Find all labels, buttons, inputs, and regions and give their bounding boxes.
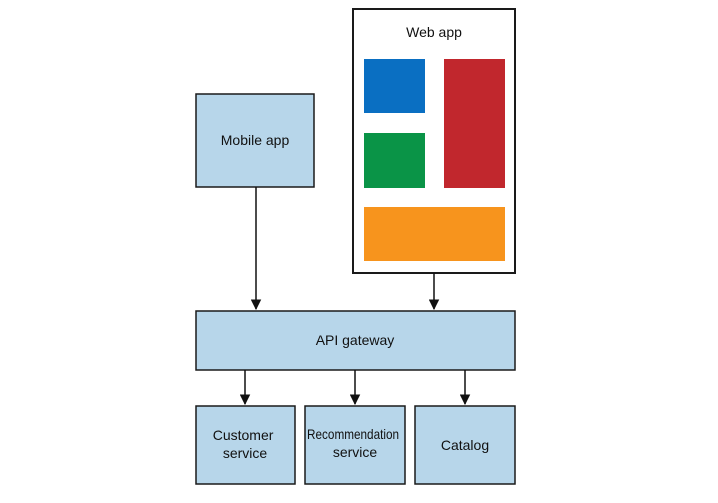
catalog-label: Catalog [441,437,489,453]
customer-service-label: Customer service [213,427,278,461]
recommendation-service-label: Recommendation service [307,426,403,460]
web-app-label: Web app [406,24,462,40]
web-app-node: Web app [352,8,516,274]
customer-service-label-line-1: Customer [213,427,274,443]
api-gateway-box [195,310,516,371]
recommendation-service-label-line-2: service [333,444,378,460]
recommendation-service-label-line-1: Recommendation [307,426,399,442]
customer-service-label-line-2: service [223,445,268,461]
orange-tile [364,207,505,261]
green-tile [364,133,425,188]
red-tile [444,59,505,188]
customer-service-node: Customer service [195,405,296,485]
catalog-box [414,405,516,485]
mobile-app-label: Mobile app [221,132,290,148]
blue-tile [364,59,425,113]
mobile-app-box [195,93,315,188]
api-gateway-node: API gateway [195,310,516,371]
customer-service-box [195,405,296,485]
mobile-app-node: Mobile app [195,93,315,188]
catalog-node: Catalog [414,405,516,485]
api-gateway-label: API gateway [316,332,395,348]
recommendation-service-node: Recommendation service [304,405,406,485]
recommendation-service-box [304,405,406,485]
